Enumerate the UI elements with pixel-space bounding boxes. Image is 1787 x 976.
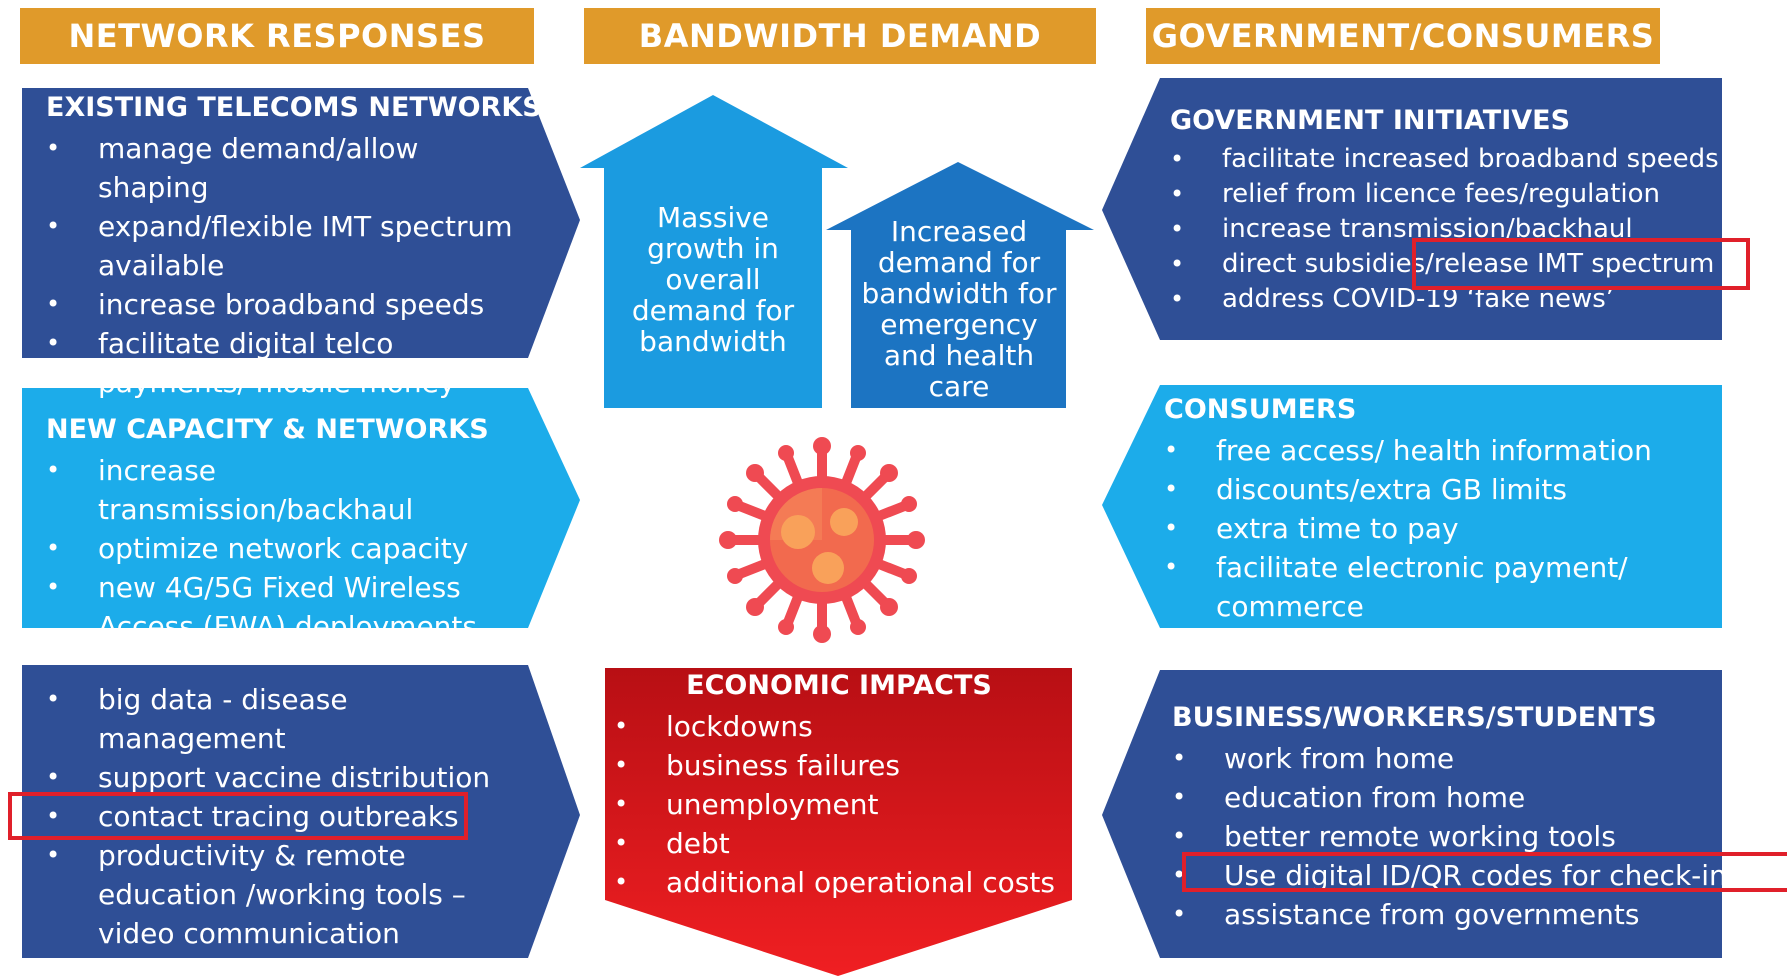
massive-growth-text: Massive growth in overall demand for ban… xyxy=(631,201,795,358)
government-initiatives-title: GOVERNMENT INITIATIVES xyxy=(1170,105,1571,136)
list-item: business failures xyxy=(614,746,1064,785)
coronavirus-icon xyxy=(719,437,925,643)
list-item: debt xyxy=(614,824,1064,863)
highlight-digital-id xyxy=(1182,852,1787,892)
list-item: Use digital ID/QR codes for check-in xyxy=(1172,856,1727,895)
header-network-responses: NETWORK RESPONSES xyxy=(20,8,534,64)
existing-networks-title: EXISTING TELECOMS NETWORKS xyxy=(46,92,542,123)
massive-growth-arrow xyxy=(580,95,848,408)
business-title: BUSINESS/WORKERS/STUDENTS xyxy=(1172,702,1657,733)
list-item: contact tracing outbreaks xyxy=(46,797,506,836)
emergency-text: Increased demand for bandwidth for emerg… xyxy=(861,215,1057,403)
highlight-contact-tracing xyxy=(8,792,468,840)
list-item: better remote working tools xyxy=(1172,817,1727,856)
list-item: manage demand/allow shaping xyxy=(46,129,526,207)
list-item: facilitate increased broadband speeds xyxy=(1170,142,1720,177)
list-item: unemployment xyxy=(614,785,1064,824)
existing-networks-panel: EXISTING TELECOMS NETWORKS manage demand… xyxy=(46,92,542,402)
list-item: big data - disease management xyxy=(46,680,506,758)
list-item: lockdowns xyxy=(614,707,1064,746)
emergency-arrow xyxy=(826,162,1094,408)
new-capacity-panel: NEW CAPACITY & NETWORKS increase transmi… xyxy=(46,414,536,646)
header-government-consumers: GOVERNMENT/CONSUMERS xyxy=(1146,8,1660,64)
economic-impacts-title: ECONOMIC IMPACTS xyxy=(686,670,992,701)
list-item: productivity & remote education /working… xyxy=(46,836,506,953)
list-item: relief from licence fees/regulation xyxy=(1170,177,1720,212)
highlight-release-imt xyxy=(1412,238,1750,290)
list-item: work from home xyxy=(1172,739,1727,778)
list-item: extra time to pay xyxy=(1164,509,1714,548)
economic-impacts-panel: ECONOMIC IMPACTS lockdowns business fail… xyxy=(614,670,1064,902)
list-item: increase transmission/backhaul xyxy=(46,451,536,529)
list-item: new 4G/5G Fixed Wireless Access (FWA) de… xyxy=(46,568,536,646)
other-responses-panel: big data - disease management support va… xyxy=(46,680,506,953)
list-item: support vaccine distribution xyxy=(46,758,506,797)
consumers-title: CONSUMERS xyxy=(1164,394,1357,425)
header-bandwidth-demand: BANDWIDTH DEMAND xyxy=(584,8,1096,64)
list-item: optimize network capacity xyxy=(46,529,536,568)
business-panel: BUSINESS/WORKERS/STUDENTS work from home… xyxy=(1172,702,1727,934)
list-item: facilitate digital telco payments/ mobil… xyxy=(46,324,526,402)
list-item: free access/ health information xyxy=(1164,431,1714,470)
list-item: direct subsidies/release IMT spectrum xyxy=(1170,247,1720,282)
list-item: assistance from governments xyxy=(1172,895,1727,934)
new-capacity-title: NEW CAPACITY & NETWORKS xyxy=(46,414,489,445)
consumers-panel: CONSUMERS free access/ health informatio… xyxy=(1164,394,1714,626)
list-item: additional operational costs xyxy=(614,863,1064,902)
list-item: increase broadband speeds xyxy=(46,285,526,324)
list-item: facilitate electronic payment/ commerce xyxy=(1164,548,1714,626)
list-item: expand/flexible IMT spectrum available xyxy=(46,207,526,285)
list-item: discounts/extra GB limits xyxy=(1164,470,1714,509)
list-item: education from home xyxy=(1172,778,1727,817)
